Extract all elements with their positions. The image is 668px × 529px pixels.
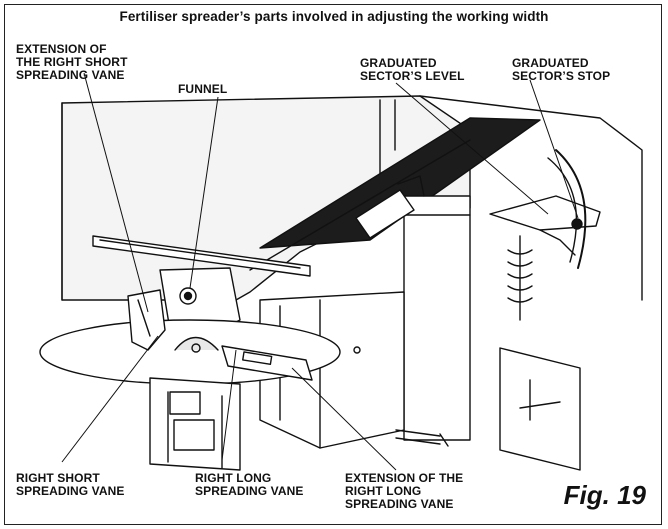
leader-ext-short (83, 72, 149, 313)
clamp-block (355, 175, 425, 239)
support-column (403, 195, 471, 441)
side-bracket (499, 347, 581, 471)
leader-right-long (221, 349, 237, 461)
figure-title: Fertiliser spreader’s parts involved in … (119, 9, 549, 24)
label-graduated-sector-level: GRADUATED SECTOR’S LEVEL (360, 56, 465, 83)
label-graduated-sector-stop: GRADUATED SECTOR’S STOP (512, 56, 611, 83)
label-right-short-vane: RIGHT SHORT SPREADING VANE (16, 471, 125, 498)
leader-ext-long (291, 367, 397, 471)
leader-funnel (189, 96, 219, 289)
graduated-sector (489, 149, 601, 321)
frame-rail (92, 235, 311, 277)
figure-number: Fig. 19 (563, 480, 646, 510)
label-right-long-vane: RIGHT LONG SPREADING VANE (195, 471, 304, 498)
leader-sector-level (395, 82, 549, 215)
bottom-rod (395, 429, 449, 447)
leader-lines (61, 72, 579, 471)
long-vane (221, 345, 313, 381)
figure-frame (4, 4, 662, 525)
base-frame (149, 377, 241, 471)
leader-right-short (61, 335, 159, 463)
short-vane (127, 289, 166, 351)
label-extension-right-short-vane: EXTENSION OF THE RIGHT SHORT SPREADING V… (16, 42, 128, 82)
label-extension-right-long-vane: EXTENSION OF THE RIGHT LONG SPREADING VA… (345, 471, 464, 511)
label-funnel: FUNNEL (178, 82, 228, 96)
leader-sector-stop (529, 79, 579, 219)
